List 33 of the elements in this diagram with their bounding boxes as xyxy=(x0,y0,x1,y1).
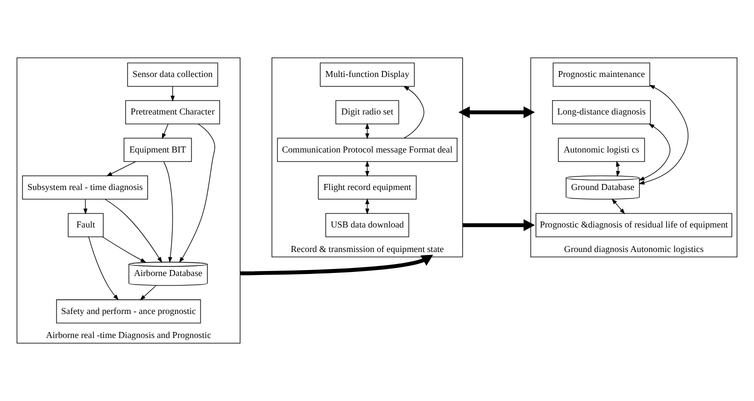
arrow xyxy=(83,198,88,214)
node-box: Flight record equipment xyxy=(318,176,417,200)
arrow xyxy=(458,106,535,118)
arrow xyxy=(612,198,626,214)
node-box: Safety and perform - ance prognostic xyxy=(56,299,201,324)
node-box: Subsystem real - time diagnosis xyxy=(22,176,148,200)
node-box: Equipment BIT xyxy=(124,138,192,162)
node-box: Fault xyxy=(68,213,104,238)
arrow xyxy=(638,84,688,185)
arrow xyxy=(638,124,670,181)
node-box: Long-distance diagnosis xyxy=(552,100,651,124)
node-box: Digit radio set xyxy=(335,100,400,124)
arrow xyxy=(462,219,535,232)
node-box: Prognostic maintenance xyxy=(552,62,650,87)
arrow xyxy=(102,236,146,263)
arrow xyxy=(240,254,434,276)
arrow xyxy=(616,160,620,177)
arrow xyxy=(164,161,173,263)
arrow xyxy=(88,236,119,300)
arrow xyxy=(170,86,175,102)
node-box: Multi-function Display xyxy=(320,62,415,87)
arrow xyxy=(403,86,424,138)
arrow xyxy=(162,124,168,140)
node-box: Communication Protocol message Format deal xyxy=(277,138,458,162)
node-box: Pretreatment Character xyxy=(125,100,220,124)
node-box: Sensor data collection xyxy=(127,62,218,87)
arrow xyxy=(178,124,216,263)
arrow xyxy=(104,198,162,263)
node-box: Autonomic logisti cs xyxy=(558,138,645,162)
arrow xyxy=(140,285,156,300)
node-box: Prognostic &diagnosis of residual life of equipment xyxy=(536,213,732,238)
node-box: USB data download xyxy=(325,213,410,238)
arrow xyxy=(106,161,136,176)
